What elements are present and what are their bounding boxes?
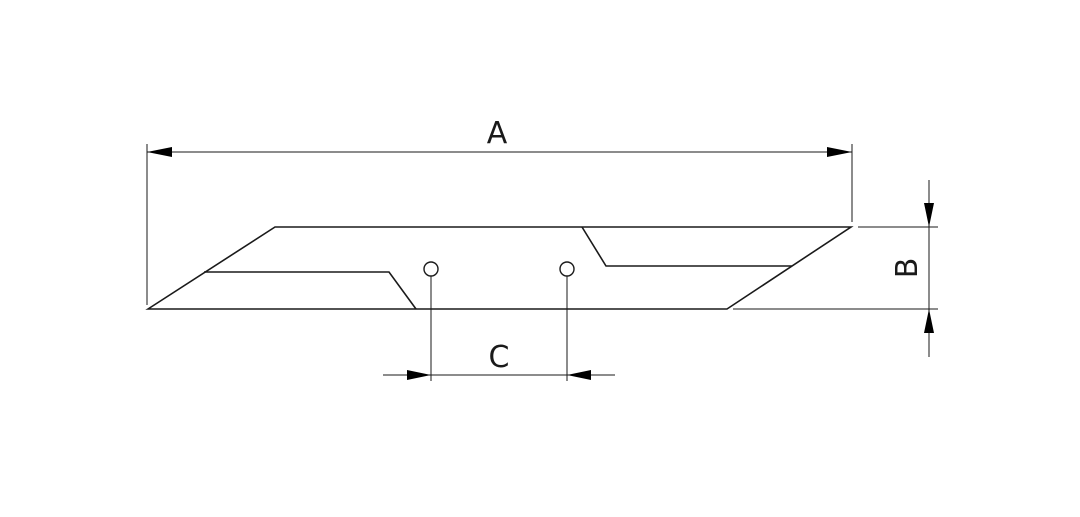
arrowhead-c-right: [567, 370, 591, 380]
mounting-hole-left: [423, 261, 439, 277]
mounting-hole-right: [559, 261, 575, 277]
blade-outline: [145, 226, 854, 310]
arrowhead-b-bottom: [924, 309, 934, 333]
right-bevel-line: [581, 226, 792, 267]
arrowhead-a-right: [827, 147, 852, 157]
arrowhead-b-top: [924, 203, 934, 227]
dimension-label-a: A: [487, 116, 508, 151]
arrowhead-c-left: [407, 370, 431, 380]
dimension-c: C: [383, 276, 615, 381]
dimension-b: B: [733, 180, 938, 357]
dimension-label-b: B: [890, 258, 925, 279]
dimension-a: A: [146, 116, 853, 305]
blade-part: [145, 226, 854, 310]
arrowhead-a-left: [147, 147, 172, 157]
left-bevel-line: [204, 271, 417, 310]
dimension-label-c: C: [489, 340, 510, 375]
